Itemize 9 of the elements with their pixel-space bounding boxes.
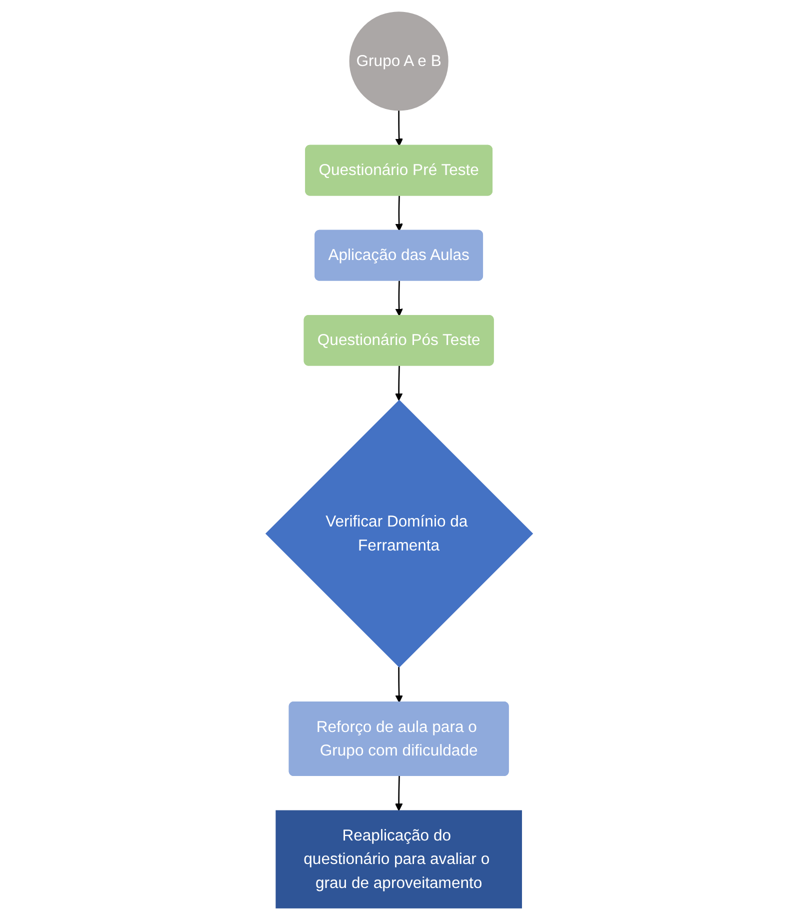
arrow [394, 365, 402, 400]
arrow [394, 776, 402, 811]
arrow [394, 195, 403, 231]
node-box: Reaplicação do questionário para avaliar o grau de aproveitamento [275, 810, 522, 908]
arrow [394, 280, 403, 316]
node-diamond: Verificar Domínio da Ferramenta [265, 399, 533, 668]
arrow [394, 110, 403, 146]
node-circle: Grupo A e B [349, 11, 448, 110]
arrow [394, 666, 403, 702]
